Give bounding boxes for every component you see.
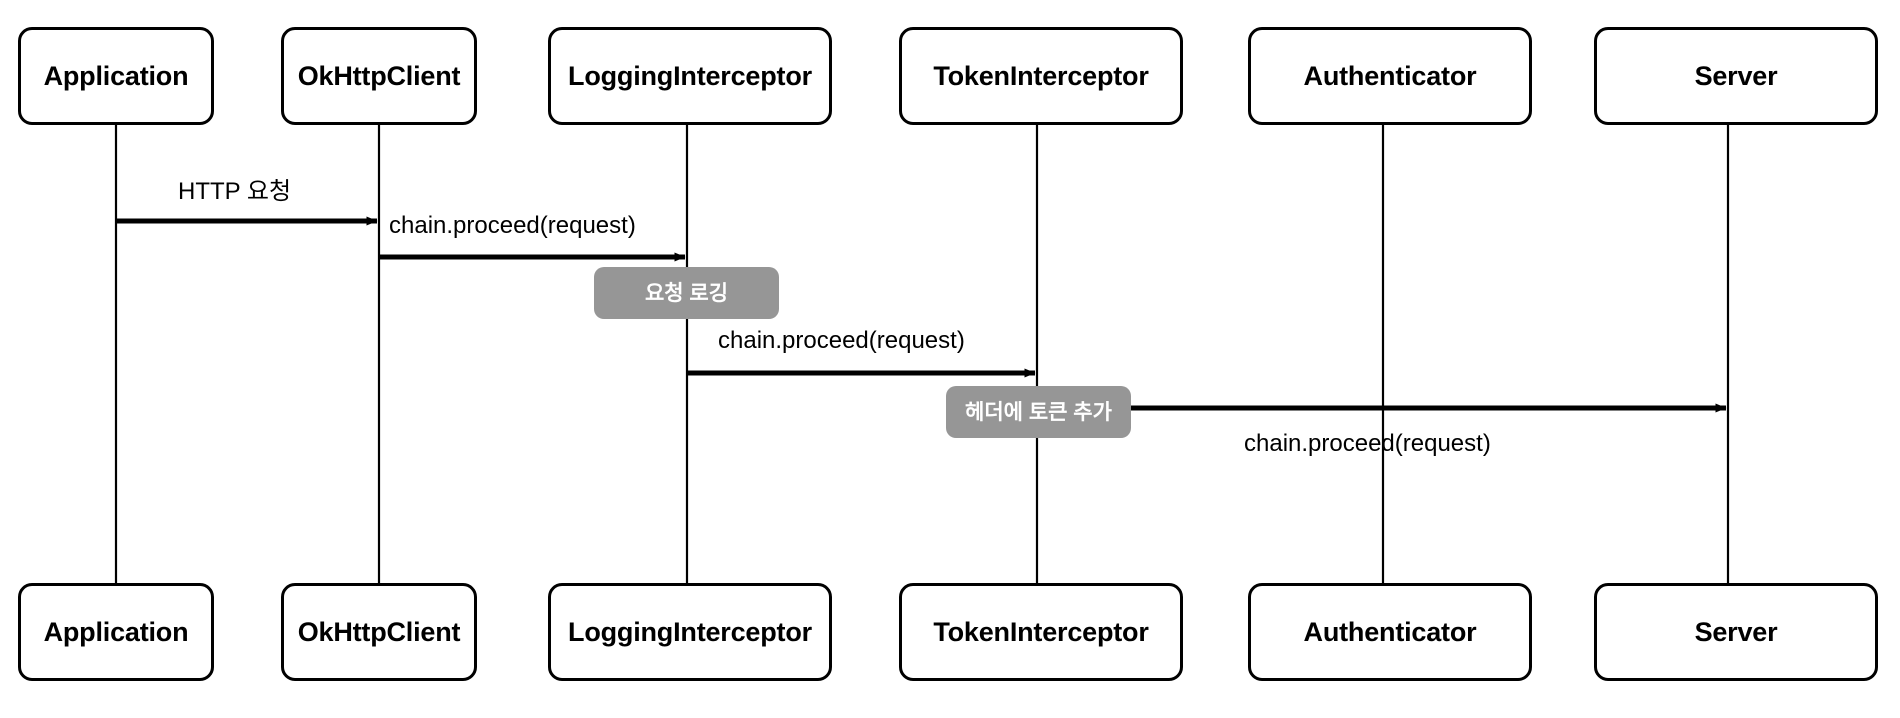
participant-label: Authenticator	[1303, 60, 1477, 91]
participant-label: Application	[43, 60, 189, 91]
participant-label: TokenInterceptor	[933, 60, 1149, 91]
lifelines-group	[114, 125, 1730, 583]
participant-application-top[interactable]: Application	[18, 27, 214, 125]
participant-application-bottom[interactable]: Application	[18, 583, 214, 681]
msg-proceed-3-label: chain.proceed(request)	[1244, 430, 1491, 457]
note-label: 요청 로깅	[644, 281, 729, 305]
note-add-token-header[interactable]: 헤더에 토큰 추가	[946, 386, 1131, 438]
msg-proceed-2-label: chain.proceed(request)	[718, 327, 965, 354]
participant-okhttpclient-bottom[interactable]: OkHttpClient	[281, 583, 477, 681]
participant-logginginterceptor-top[interactable]: LoggingInterceptor	[548, 27, 832, 125]
participant-label: OkHttpClient	[297, 616, 461, 647]
participant-label: LoggingInterceptor	[568, 60, 812, 91]
participant-label: Server	[1694, 60, 1778, 91]
participant-label: OkHttpClient	[297, 60, 461, 91]
message-arrows-group	[116, 216, 1727, 413]
participant-label: Application	[43, 616, 189, 647]
participant-tokeninterceptor-bottom[interactable]: TokenInterceptor	[899, 583, 1183, 681]
participant-authenticator-bottom[interactable]: Authenticator	[1248, 583, 1532, 681]
participant-authenticator-top[interactable]: Authenticator	[1248, 27, 1532, 125]
participant-label: TokenInterceptor	[933, 616, 1149, 647]
participant-label: Authenticator	[1303, 616, 1477, 647]
participant-okhttpclient-top[interactable]: OkHttpClient	[281, 27, 477, 125]
msg-http-request-label: HTTP 요청	[178, 178, 292, 205]
participant-tokeninterceptor-top[interactable]: TokenInterceptor	[899, 27, 1183, 125]
msg-proceed-1-label: chain.proceed(request)	[389, 212, 636, 239]
participant-server-bottom[interactable]: Server	[1594, 583, 1878, 681]
note-request-logging[interactable]: 요청 로깅	[594, 267, 779, 319]
participant-label: Server	[1694, 616, 1778, 647]
participant-logginginterceptor-bottom[interactable]: LoggingInterceptor	[548, 583, 832, 681]
participant-label: LoggingInterceptor	[568, 616, 812, 647]
participant-server-top[interactable]: Server	[1594, 27, 1878, 125]
note-label: 헤더에 토큰 추가	[965, 400, 1112, 424]
